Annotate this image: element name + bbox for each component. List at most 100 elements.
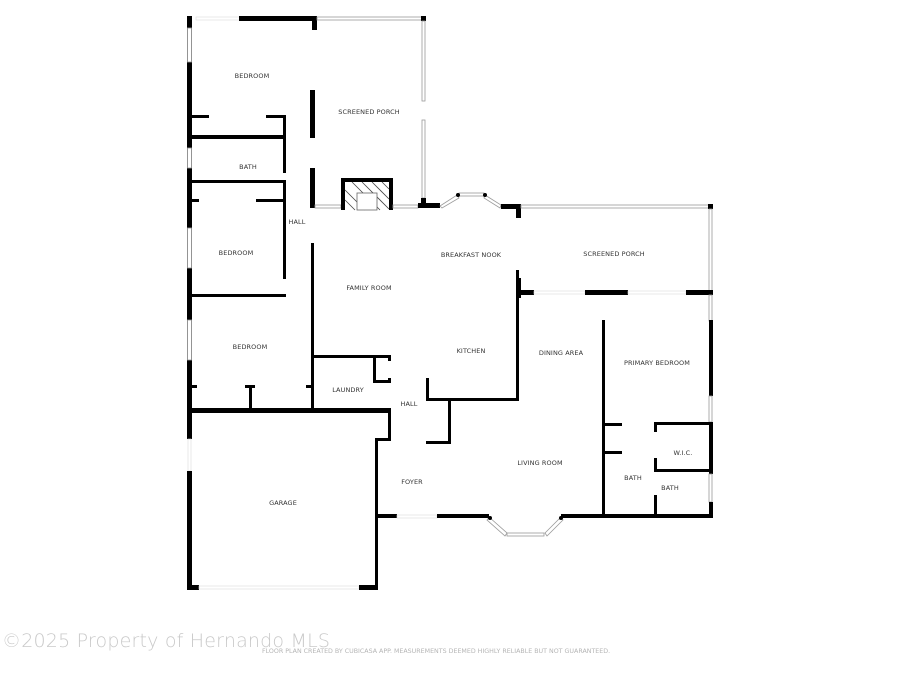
room-label-laundry: LAUNDRY bbox=[332, 386, 364, 394]
wall bbox=[306, 385, 312, 388]
window bbox=[392, 204, 419, 209]
wall bbox=[187, 585, 199, 590]
wall bbox=[283, 135, 286, 173]
wall bbox=[311, 243, 314, 360]
bay-window bbox=[486, 516, 508, 537]
room-label-garage: GARAGE bbox=[269, 499, 297, 507]
screen-window bbox=[421, 20, 426, 102]
wall bbox=[421, 198, 426, 206]
bay-window bbox=[439, 194, 460, 209]
wall bbox=[245, 385, 255, 388]
wall bbox=[709, 422, 713, 474]
wall bbox=[191, 180, 286, 183]
front-door-opening bbox=[396, 514, 438, 519]
wall bbox=[187, 376, 192, 412]
bay-window bbox=[544, 516, 564, 537]
copyright-watermark: ©2025 Property of Hernando MLS bbox=[2, 630, 331, 652]
wall bbox=[654, 495, 657, 517]
wall bbox=[421, 16, 426, 21]
wall bbox=[585, 290, 628, 295]
wall bbox=[187, 408, 339, 413]
door-opening bbox=[533, 290, 586, 295]
wall bbox=[266, 115, 286, 118]
wall bbox=[191, 294, 286, 297]
room-label-bedroom-3: BEDROOM bbox=[232, 343, 268, 351]
window bbox=[187, 27, 192, 63]
wall bbox=[249, 385, 252, 410]
wall bbox=[708, 204, 713, 209]
wall bbox=[373, 355, 376, 383]
wall bbox=[709, 320, 713, 396]
wall bbox=[426, 378, 429, 401]
bay-window bbox=[458, 192, 485, 197]
wall bbox=[191, 135, 286, 139]
wall bbox=[256, 199, 286, 202]
wall bbox=[375, 438, 391, 441]
wall bbox=[686, 290, 713, 295]
wall bbox=[283, 180, 286, 200]
window bbox=[314, 204, 342, 209]
screen-window bbox=[421, 119, 426, 199]
wall bbox=[375, 514, 397, 518]
wall bbox=[654, 469, 713, 472]
wall bbox=[501, 204, 521, 209]
room-label-living-room: LIVING ROOM bbox=[517, 459, 563, 467]
room-label-screened-porch-1: SCREENED PORCH bbox=[338, 108, 400, 116]
wall bbox=[602, 423, 622, 426]
room-label-bath-1: BATH bbox=[239, 163, 257, 171]
room-label-foyer: FOYER bbox=[401, 478, 423, 486]
screen-window bbox=[316, 16, 424, 21]
room-label-bedroom-1: BEDROOM bbox=[234, 72, 270, 80]
wall bbox=[426, 398, 519, 401]
wall bbox=[516, 278, 521, 298]
room-label-dining-area: DINING AREA bbox=[538, 349, 584, 357]
wall bbox=[437, 514, 489, 518]
wall bbox=[654, 422, 713, 425]
wall bbox=[602, 320, 605, 517]
wall bbox=[310, 90, 315, 138]
wall bbox=[187, 471, 192, 589]
window bbox=[187, 147, 192, 169]
wall bbox=[426, 441, 451, 444]
wall bbox=[359, 585, 378, 590]
window bbox=[708, 395, 713, 423]
wall bbox=[654, 458, 657, 472]
garage-door bbox=[198, 585, 360, 590]
wall bbox=[418, 203, 440, 208]
room-label-primary-bedroom: PRIMARY BEDROOM bbox=[624, 359, 690, 367]
bay-window bbox=[483, 194, 502, 209]
wall bbox=[312, 16, 317, 30]
room-label-kitchen: KITCHEN bbox=[456, 347, 486, 355]
wall bbox=[191, 199, 199, 202]
wall bbox=[239, 16, 317, 21]
room-label-family-room: FAMILY ROOM bbox=[346, 284, 392, 292]
wall bbox=[283, 115, 286, 137]
wall bbox=[283, 199, 286, 279]
cubicasa-disclaimer: FLOOR PLAN CREATED BY CUBICASA APP. MEAS… bbox=[262, 648, 611, 655]
wall bbox=[709, 502, 713, 518]
room-label-bath-2: BATH bbox=[624, 474, 642, 482]
wall bbox=[310, 168, 315, 208]
wall bbox=[654, 422, 657, 432]
room-label-breakfast-nook: BREAKFAST NOOK bbox=[440, 251, 502, 259]
room-label-hall-2: HALL bbox=[400, 400, 418, 408]
wall bbox=[311, 355, 391, 358]
wall bbox=[388, 408, 391, 440]
wall bbox=[375, 438, 378, 588]
wall bbox=[187, 413, 192, 439]
wall bbox=[373, 380, 391, 383]
wall bbox=[516, 204, 521, 218]
room-label-screened-porch-2: SCREENED PORCH bbox=[583, 250, 645, 258]
wall bbox=[516, 270, 519, 400]
wall bbox=[191, 115, 209, 118]
wall bbox=[388, 378, 391, 383]
window bbox=[195, 16, 241, 21]
window bbox=[708, 473, 713, 503]
wall bbox=[187, 16, 192, 376]
window bbox=[187, 319, 192, 361]
wall bbox=[602, 451, 622, 454]
window bbox=[187, 438, 192, 472]
wall bbox=[388, 355, 391, 361]
room-label-bath-3: BATH bbox=[661, 484, 679, 492]
wall bbox=[516, 290, 534, 295]
